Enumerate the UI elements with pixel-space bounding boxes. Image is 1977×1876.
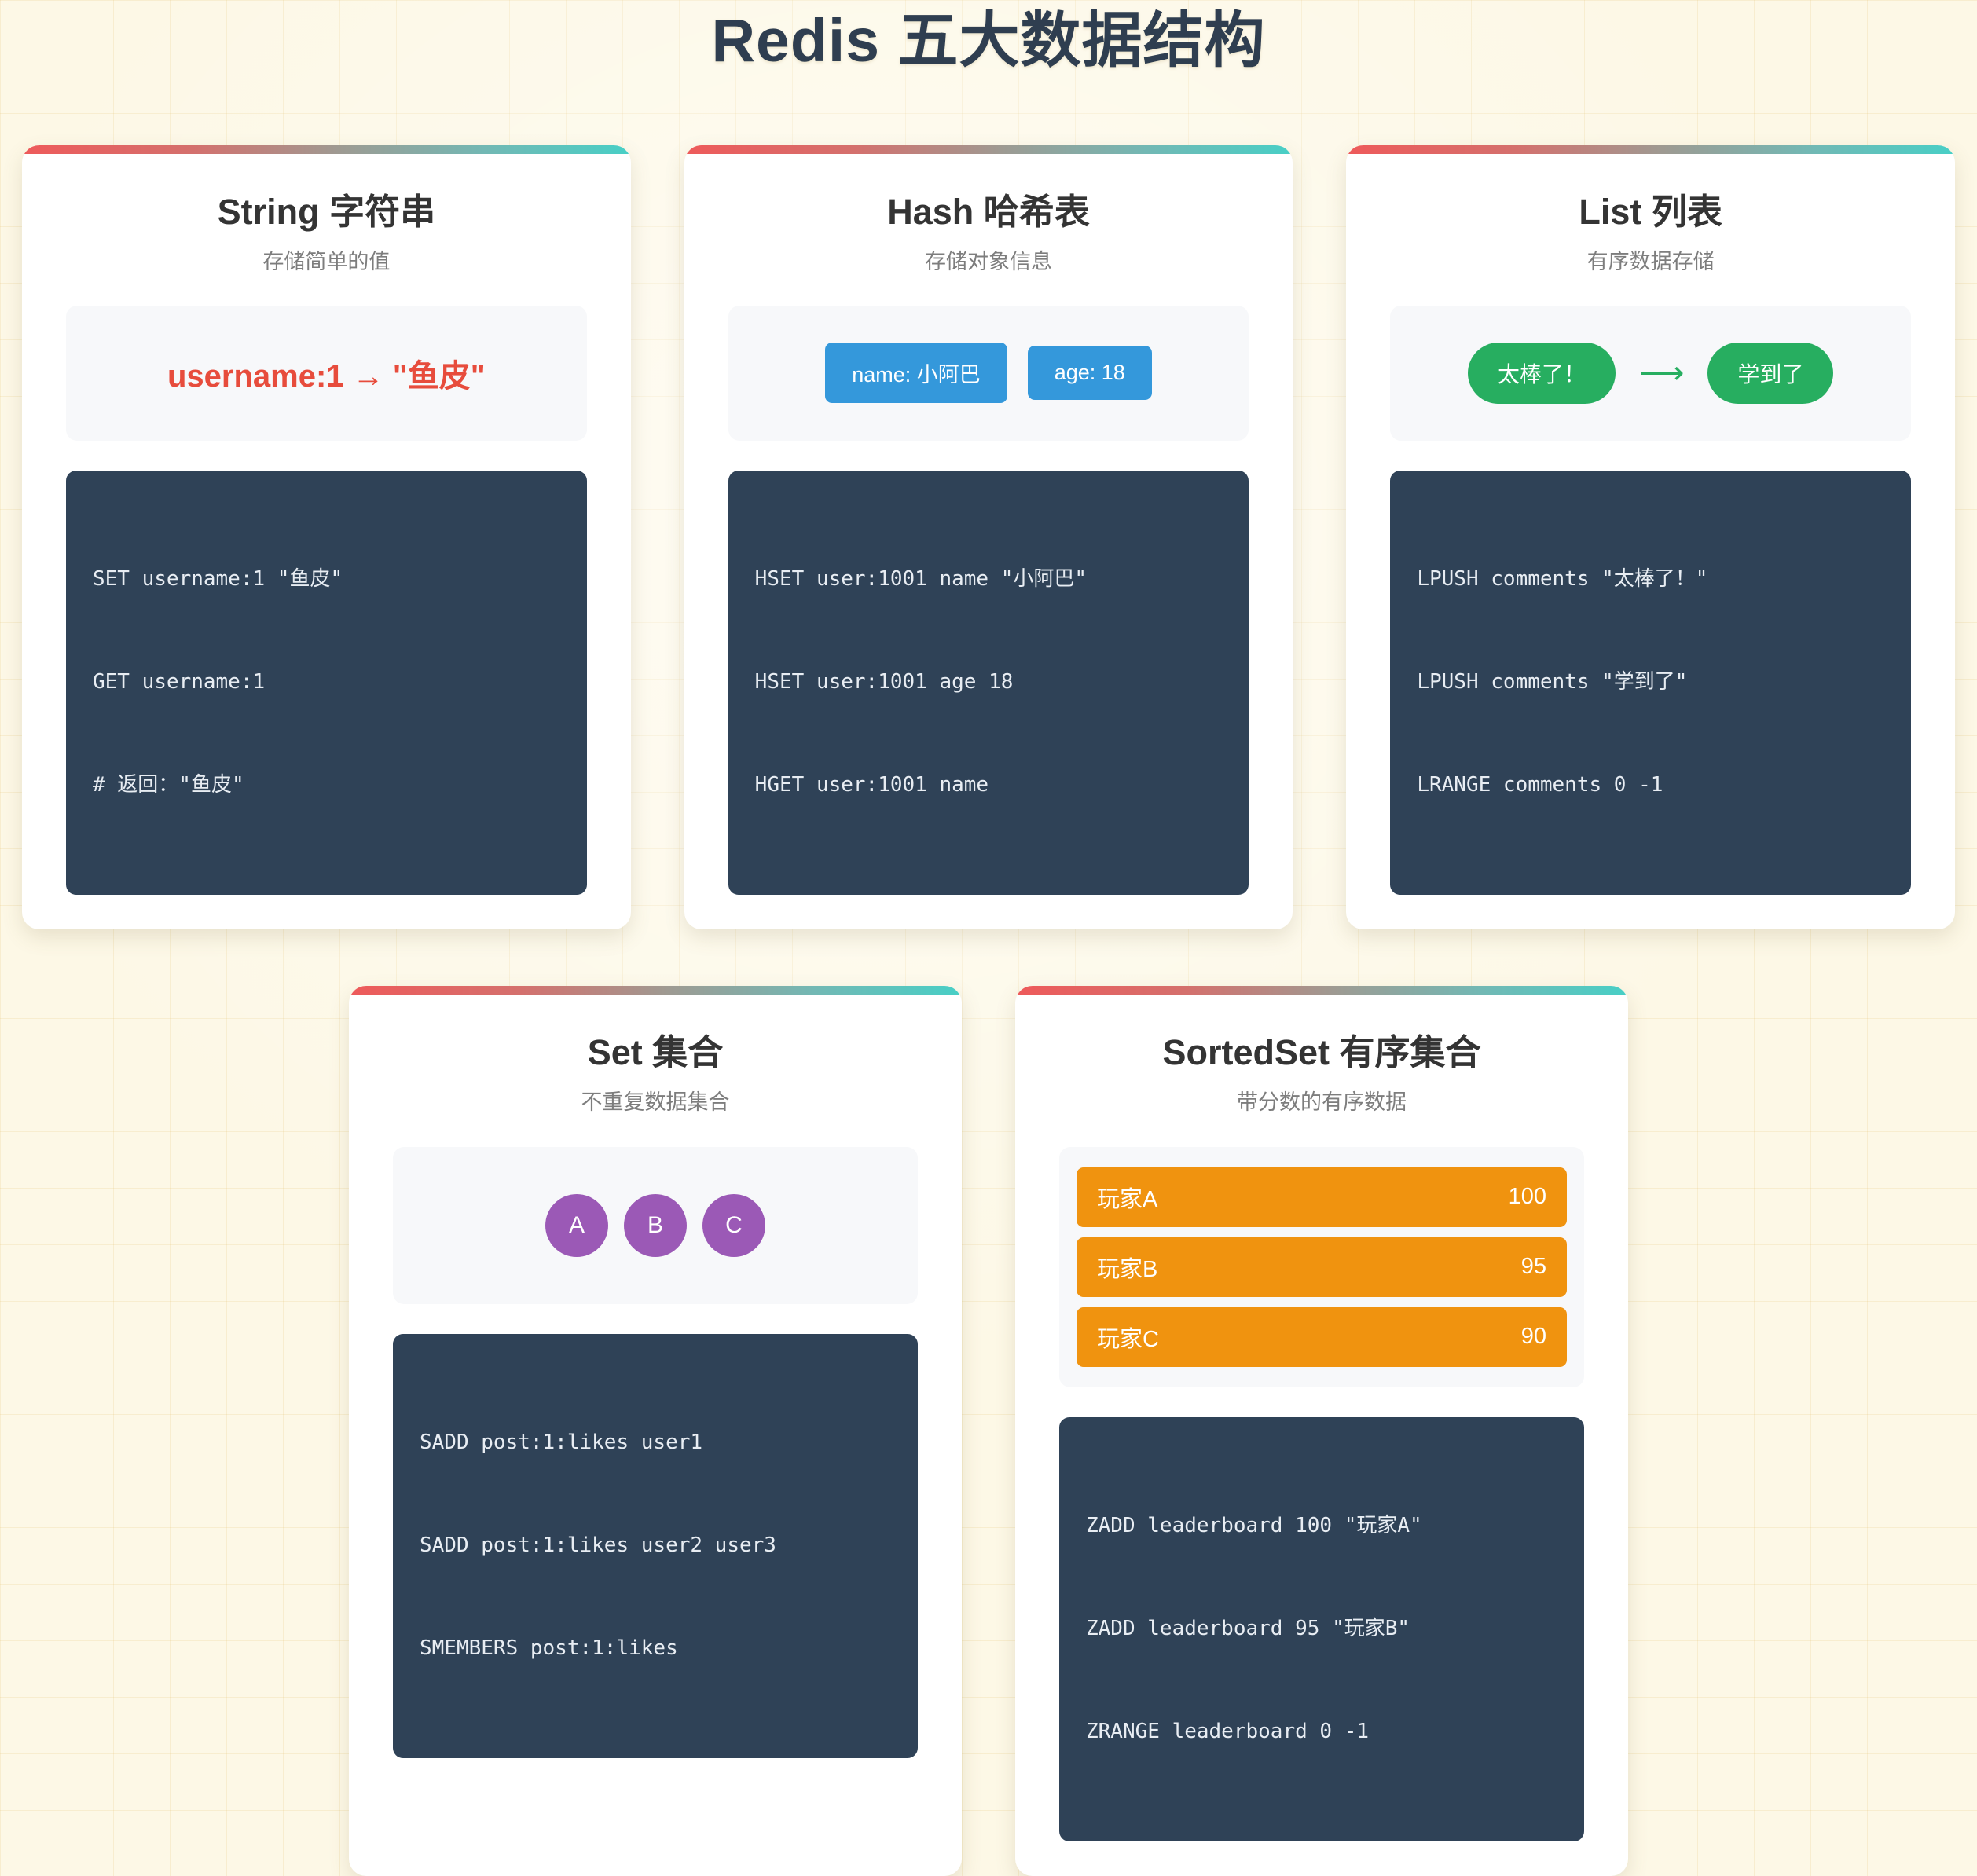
code-block-set: SADD post:1:likes user1 SADD post:1:like… bbox=[393, 1333, 918, 1759]
card-row-top: String 字符串 存储简单的值 username:1 → "鱼皮" SET … bbox=[22, 145, 1956, 930]
card-accent-bar bbox=[349, 986, 962, 995]
card-subtitle: 存储对象信息 bbox=[925, 249, 1052, 273]
card-row-bottom: Set 集合 不重复数据集合 A B C SADD post:1:likes u… bbox=[22, 986, 1955, 1876]
string-mapping-text: username:1 → "鱼皮" bbox=[167, 358, 486, 394]
code-line: LRANGE comments 0 -1 bbox=[1417, 773, 1663, 797]
infographic-page: Redis 五大数据结构 String 字符串 存储简单的值 username:… bbox=[22, 7, 1956, 1876]
card-accent-bar bbox=[684, 145, 1293, 154]
card-list[interactable]: List 列表 有序数据存储 太棒了！ ⟶ 学到了 LPUSH comments… bbox=[1346, 145, 1956, 930]
card-subtitle: 带分数的有序数据 bbox=[1237, 1090, 1407, 1115]
demo-panel-set: A B C bbox=[393, 1146, 918, 1304]
list-item-pill: 学到了 bbox=[1707, 342, 1834, 404]
set-member-circle: C bbox=[702, 1193, 765, 1257]
card-accent-bar bbox=[1015, 986, 1628, 995]
leaderboard-score: 90 bbox=[1520, 1324, 1546, 1350]
demo-panel-hash: name: 小阿巴 age: 18 bbox=[728, 305, 1249, 441]
card-string[interactable]: String 字符串 存储简单的值 username:1 → "鱼皮" SET … bbox=[22, 145, 631, 930]
code-block-sortedset: ZADD leaderboard 100 "玩家A" ZADD leaderbo… bbox=[1059, 1416, 1584, 1842]
card-sortedset[interactable]: SortedSet 有序集合 带分数的有序数据 玩家A 100 玩家B 95 玩… bbox=[1015, 986, 1628, 1876]
code-line: ZRANGE leaderboard 0 -1 bbox=[1086, 1720, 1370, 1744]
code-line: GET username:1 bbox=[93, 670, 266, 694]
code-line: HSET user:1001 name "小阿巴" bbox=[754, 567, 1088, 592]
leaderboard-label: 玩家C bbox=[1097, 1326, 1159, 1352]
demo-panel-list: 太棒了！ ⟶ 学到了 bbox=[1390, 305, 1912, 441]
card-subtitle: 存储简单的值 bbox=[262, 249, 391, 273]
card-subtitle: 不重复数据集合 bbox=[581, 1090, 730, 1115]
leaderboard-score: 95 bbox=[1520, 1254, 1546, 1280]
set-member-list: A B C bbox=[545, 1193, 765, 1257]
card-accent-bar bbox=[1346, 145, 1956, 154]
set-member-circle: B bbox=[624, 1193, 687, 1257]
code-line: # 返回："鱼皮" bbox=[93, 773, 244, 797]
code-block-list: LPUSH comments "太棒了！" LPUSH comments "学到… bbox=[1390, 470, 1912, 896]
code-line: SET username:1 "鱼皮" bbox=[93, 567, 343, 592]
card-hash[interactable]: Hash 哈希表 存储对象信息 name: 小阿巴 age: 18 HSET u… bbox=[684, 145, 1293, 930]
code-line: LPUSH comments "太棒了！" bbox=[1417, 567, 1708, 592]
code-line: HSET user:1001 age 18 bbox=[754, 670, 1014, 694]
code-line: SADD post:1:likes user2 user3 bbox=[420, 1533, 776, 1558]
arrow-right-icon: ⟶ bbox=[1639, 355, 1685, 390]
list-item-sequence: 太棒了！ ⟶ 学到了 bbox=[1467, 342, 1834, 404]
leaderboard-row: 玩家C 90 bbox=[1077, 1306, 1567, 1367]
card-set[interactable]: Set 集合 不重复数据集合 A B C SADD post:1:likes u… bbox=[349, 986, 962, 1876]
leaderboard-row: 玩家B 95 bbox=[1077, 1237, 1567, 1297]
code-line: HGET user:1001 name bbox=[754, 773, 989, 797]
card-subtitle: 有序数据存储 bbox=[1586, 249, 1715, 273]
leaderboard-label: 玩家A bbox=[1097, 1186, 1158, 1212]
card-accent-bar bbox=[22, 145, 631, 154]
leaderboard-label: 玩家B bbox=[1097, 1256, 1158, 1282]
card-title: Set 集合 bbox=[587, 1032, 724, 1073]
card-title: SortedSet 有序集合 bbox=[1162, 1032, 1481, 1073]
demo-panel-sortedset: 玩家A 100 玩家B 95 玩家C 90 bbox=[1059, 1146, 1584, 1387]
set-member-circle: A bbox=[545, 1193, 608, 1257]
card-title: String 字符串 bbox=[217, 191, 436, 232]
hash-field-list: name: 小阿巴 age: 18 bbox=[825, 343, 1152, 404]
code-line: LPUSH comments "学到了" bbox=[1417, 670, 1688, 694]
code-block-string: SET username:1 "鱼皮" GET username:1 # 返回：… bbox=[66, 470, 587, 896]
hash-field-pill: age: 18 bbox=[1027, 346, 1152, 401]
leaderboard-row: 玩家A 100 bbox=[1077, 1167, 1567, 1227]
code-line: SADD post:1:likes user1 bbox=[420, 1431, 703, 1455]
page-title: Redis 五大数据结构 bbox=[711, 7, 1266, 75]
code-line: ZADD leaderboard 95 "玩家B" bbox=[1086, 1617, 1410, 1641]
code-line: ZADD leaderboard 100 "玩家A" bbox=[1086, 1514, 1422, 1538]
card-title: List 列表 bbox=[1579, 191, 1722, 232]
code-block-hash: HSET user:1001 name "小阿巴" HSET user:1001… bbox=[728, 470, 1249, 896]
list-item-pill: 太棒了！ bbox=[1467, 342, 1616, 404]
card-title: Hash 哈希表 bbox=[887, 191, 1090, 232]
code-line: SMEMBERS post:1:likes bbox=[420, 1636, 678, 1661]
leaderboard-score: 100 bbox=[1508, 1184, 1546, 1210]
demo-panel-string: username:1 → "鱼皮" bbox=[66, 305, 587, 441]
leaderboard-list: 玩家A 100 玩家B 95 玩家C 90 bbox=[1077, 1167, 1567, 1367]
hash-field-pill: name: 小阿巴 bbox=[825, 343, 1007, 404]
